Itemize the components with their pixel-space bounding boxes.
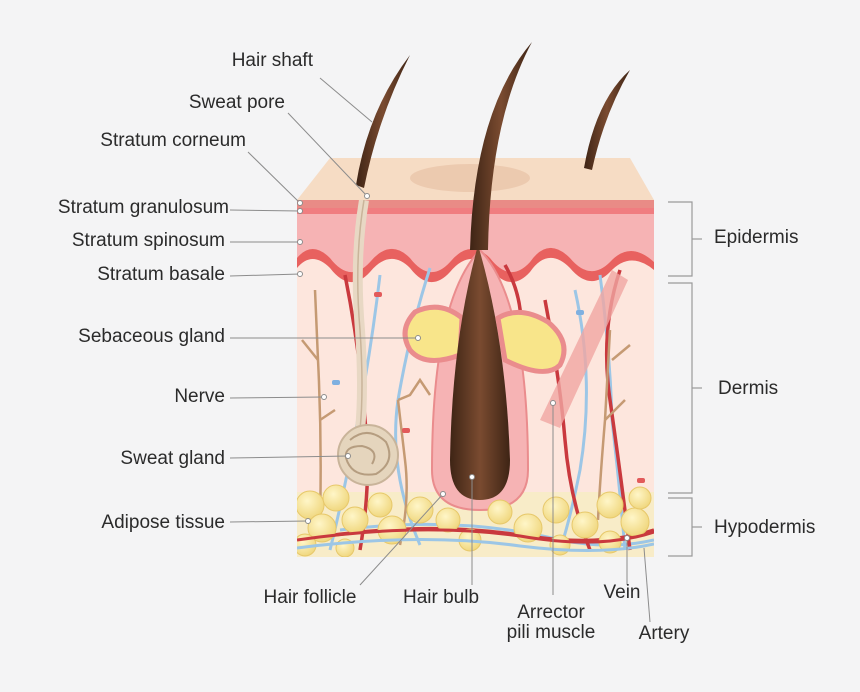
label-hypodermis: Hypodermis bbox=[714, 517, 816, 538]
label-stratum-granulosum: Stratum granulosum bbox=[57, 197, 229, 218]
hair-shaft-right bbox=[584, 70, 630, 170]
label-stratum-spinosum: Stratum spinosum bbox=[71, 230, 225, 251]
hair-root bbox=[450, 245, 510, 500]
arrector-pili-muscle bbox=[540, 270, 628, 428]
label-hair-follicle: Hair follicle bbox=[263, 587, 357, 608]
label-vein: Vein bbox=[603, 582, 641, 603]
label-arrector-line1: Arrector bbox=[517, 602, 585, 623]
adipose-tissue bbox=[297, 484, 652, 557]
leader-lines bbox=[229, 77, 651, 623]
sebaceous-gland-left bbox=[402, 304, 465, 363]
dermis-bracket bbox=[668, 282, 693, 494]
label-hair-bulb: Hair bulb bbox=[402, 587, 480, 608]
label-dermis: Dermis bbox=[718, 378, 779, 399]
sweat-gland bbox=[337, 424, 399, 486]
label-epidermis: Epidermis bbox=[714, 227, 799, 248]
blood-cells bbox=[332, 292, 645, 483]
label-arrector-line2: pili muscle bbox=[506, 622, 596, 643]
label-sweat-pore: Sweat pore bbox=[188, 92, 285, 113]
label-adipose-tissue: Adipose tissue bbox=[101, 512, 225, 533]
layer-brackets bbox=[668, 201, 702, 557]
stratum-basale-band bbox=[297, 247, 654, 283]
label-stratum-corneum: Stratum corneum bbox=[100, 130, 246, 151]
label-artery: Artery bbox=[638, 623, 690, 644]
hair-shaft-left bbox=[356, 55, 410, 188]
label-nerve: Nerve bbox=[174, 386, 225, 407]
sebaceous-gland-right bbox=[495, 309, 567, 374]
hypodermis-bracket bbox=[668, 497, 693, 557]
epidermis-bracket bbox=[668, 201, 693, 277]
label-hair-shaft: Hair shaft bbox=[231, 50, 313, 71]
label-sebaceous-gland: Sebaceous gland bbox=[78, 326, 225, 347]
label-sweat-gland: Sweat gland bbox=[120, 448, 225, 469]
label-stratum-basale: Stratum basale bbox=[97, 264, 225, 285]
hair-shaft-center bbox=[470, 42, 532, 250]
